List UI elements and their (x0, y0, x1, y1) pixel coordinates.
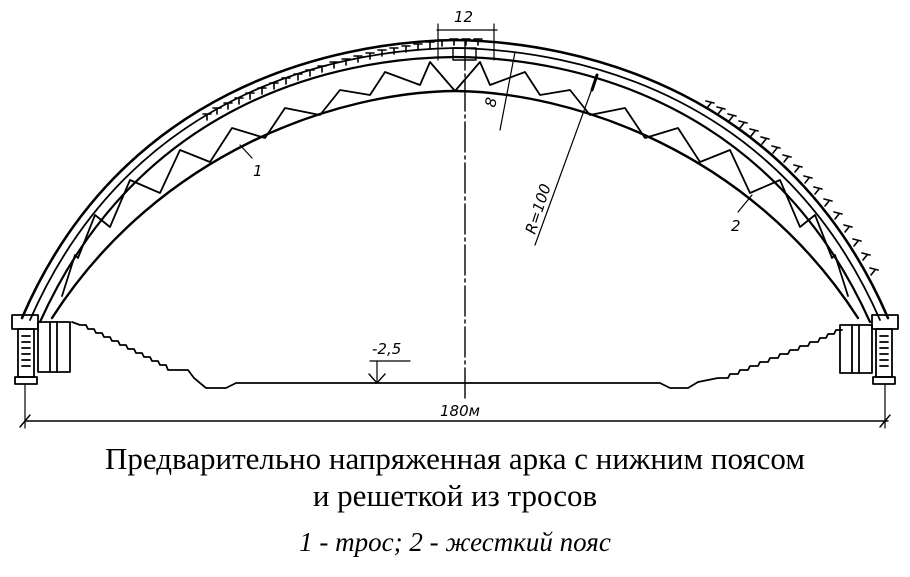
depth-dimension-line (499, 51, 516, 131)
truss-depth-label: 8 (481, 96, 501, 109)
ground-level-label: -2,5 (372, 340, 401, 358)
ground-profile (71, 321, 843, 389)
caption-legend: 1 - трос; 2 - жесткий пояс (299, 527, 611, 557)
upper-chord-outer (20, 38, 890, 320)
right-abutment (839, 314, 899, 385)
cable-lattice-left (61, 61, 456, 297)
roof-purlins-right (705, 100, 879, 276)
upper-chord-mid (29, 47, 881, 321)
panel-width-label: 12 (454, 8, 473, 26)
cable-lower-chord (50, 89, 860, 320)
upper-chord-inner (38, 55, 872, 324)
crown-hinge-box (452, 47, 477, 61)
radius-line (534, 74, 598, 246)
callout-1-leader (239, 144, 253, 159)
cable-lattice-right (454, 61, 849, 297)
radius-label: R=100 (522, 182, 555, 237)
arch-drawing: 12 8 R=100 -2,5 180м 1 2 (11, 8, 899, 429)
callout-2-label: 2 (731, 217, 741, 235)
roof-purlins-left (202, 38, 483, 121)
left-abutment (11, 314, 71, 385)
span-label: 180м (440, 402, 480, 420)
callout-1-label: 1 (253, 162, 263, 180)
callout-2-leader (737, 194, 753, 213)
caption-title-line-2: и решеткой из тросов (312, 478, 598, 513)
caption-title-line-1: Предварительно напряженная арка с нижним… (105, 441, 805, 476)
